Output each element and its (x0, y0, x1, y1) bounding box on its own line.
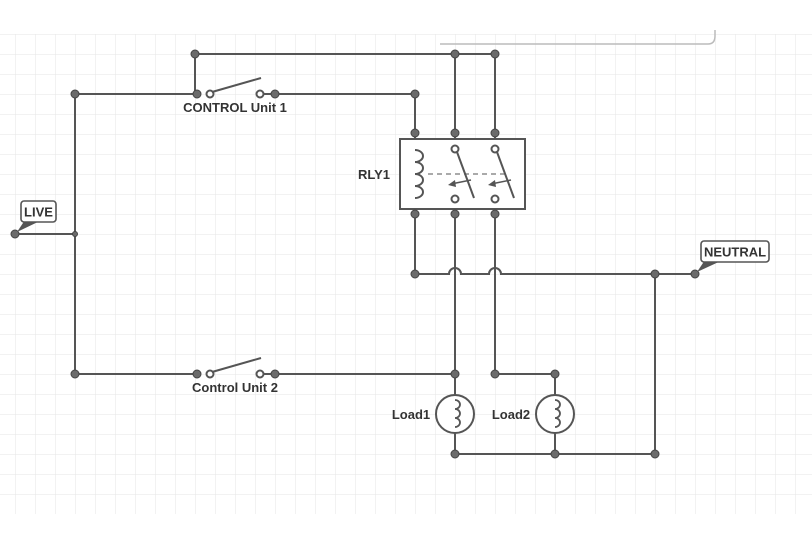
load2-label: Load2 (492, 407, 530, 422)
relay-contact (490, 194, 500, 204)
page-top-blank (0, 0, 812, 34)
junction-node[interactable] (70, 89, 80, 99)
junction-nodes (10, 49, 700, 459)
load1-lamp[interactable] (435, 394, 475, 434)
switch-contact (255, 369, 265, 379)
control-unit-1-label: CONTROL Unit 1 (183, 100, 287, 115)
tag-pointer (697, 260, 723, 272)
junction-node[interactable] (192, 369, 202, 379)
lamp-filament-icon (554, 399, 561, 428)
relay-contact (490, 144, 500, 154)
junction-node[interactable] (650, 269, 660, 279)
panel-edge (440, 30, 716, 45)
arrow-icon (448, 180, 456, 187)
relay-coil (414, 149, 424, 199)
junction-node[interactable] (192, 89, 202, 99)
tag-box (700, 240, 770, 263)
relay-rly1[interactable] (399, 138, 526, 210)
lamp-bulb (535, 394, 575, 434)
switch-blade (211, 357, 262, 373)
live-label: LIVE (24, 205, 53, 220)
junction-node[interactable] (490, 49, 500, 59)
junction-node[interactable] (550, 449, 560, 459)
junction-node[interactable] (410, 89, 420, 99)
junction-node[interactable] (190, 49, 200, 59)
tag-pointer (17, 220, 42, 232)
neutral-tag[interactable]: NEUTRAL (697, 240, 770, 272)
junction-node[interactable] (70, 369, 80, 379)
junction-node[interactable] (490, 369, 500, 379)
wire-neutral-bus (414, 267, 696, 275)
load2-lamp[interactable] (535, 394, 575, 434)
junction-node[interactable] (650, 449, 660, 459)
live-tag[interactable]: LIVE (17, 200, 57, 232)
relay-contact (450, 194, 460, 204)
relay-blade (496, 151, 515, 199)
control-unit-1-switch[interactable] (205, 77, 273, 99)
switch-blade (211, 77, 262, 93)
junction-node[interactable] (270, 369, 280, 379)
switch-contact (205, 89, 215, 99)
junction-node[interactable] (450, 369, 460, 379)
page-bottom-blank (0, 514, 812, 549)
arrow-icon (488, 180, 496, 187)
junction-node[interactable] (410, 269, 420, 279)
junction-node[interactable] (450, 209, 460, 219)
junction-node[interactable] (410, 128, 420, 138)
load1-label: Load1 (392, 407, 430, 422)
junction-node[interactable] (270, 89, 280, 99)
junction-dot (72, 231, 78, 237)
switch-contact (255, 89, 265, 99)
neutral-label: NEUTRAL (704, 245, 766, 260)
junction-node[interactable] (550, 369, 560, 379)
junction-node[interactable] (450, 128, 460, 138)
lamp-filament-icon (454, 399, 461, 428)
tag-box (20, 200, 57, 223)
junction-node[interactable] (410, 209, 420, 219)
junction-node[interactable] (490, 128, 500, 138)
control-unit-2-label: Control Unit 2 (192, 380, 278, 395)
relay-blade (456, 151, 475, 199)
lamp-bulb (435, 394, 475, 434)
switch-contact (205, 369, 215, 379)
relay-contact (450, 144, 460, 154)
junction-node[interactable] (490, 209, 500, 219)
junction-node[interactable] (450, 449, 460, 459)
relay-label: RLY1 (358, 167, 390, 182)
junction-node[interactable] (450, 49, 460, 59)
